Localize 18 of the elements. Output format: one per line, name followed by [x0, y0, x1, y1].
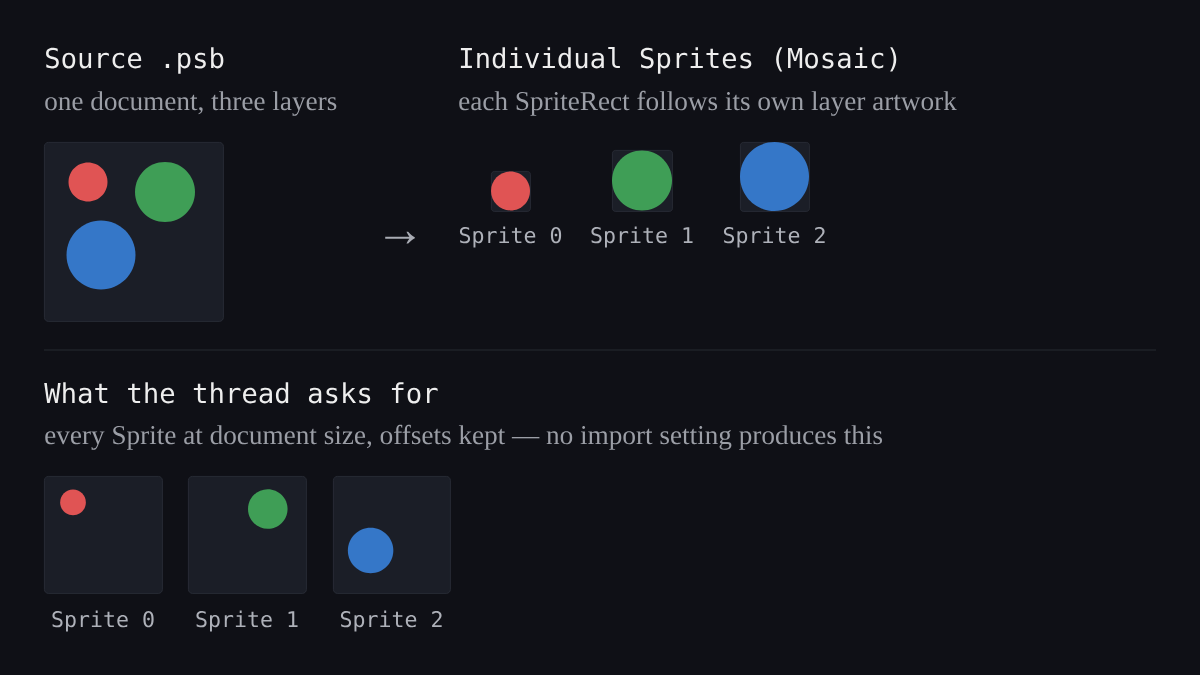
sprite-thumbnail: [740, 142, 810, 212]
sprite-label: Sprite 1: [591, 226, 693, 248]
canvas-box: [44, 476, 163, 594]
sprite-thumbnail: [612, 150, 673, 212]
sprite-label: Sprite 2: [340, 610, 442, 632]
sprite-label: Sprite 2: [723, 226, 825, 248]
section-heading: What the thread asks for: [44, 382, 438, 404]
arrow: →: [385, 231, 415, 244]
sprite-label: Sprite 0: [52, 610, 154, 632]
subtitle: one document, three layers: [45, 91, 337, 116]
canvas-box: [188, 476, 307, 594]
subtitle: every Sprite at document size, offsets kept — no import setting produces this: [45, 424, 883, 450]
sprite-label: Sprite 1: [196, 610, 298, 632]
sprite-label: Sprite 0: [459, 226, 562, 248]
subtitle: each SpriteRect follows its own layer artwork: [459, 90, 957, 116]
section-heading: Source .psb: [46, 47, 224, 74]
sprite-thumbnail: [491, 171, 531, 212]
section-heading: Individual Sprites (Mosaic): [460, 47, 897, 74]
